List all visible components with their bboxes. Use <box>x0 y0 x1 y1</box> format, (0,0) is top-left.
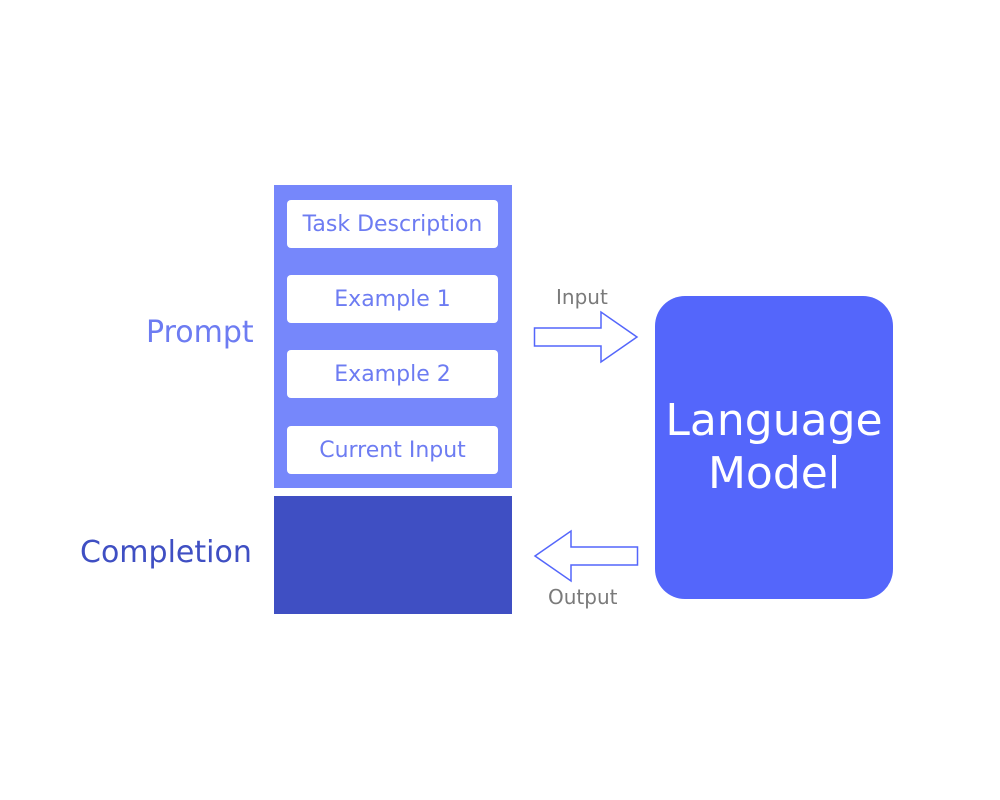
language-model-box: Language Model <box>655 296 893 599</box>
input-arrow-icon <box>533 310 639 364</box>
prompt-box: Task Description Example 1 Example 2 Cur… <box>274 185 512 488</box>
input-arrow-label: Input <box>556 285 608 309</box>
completion-label: Completion <box>80 535 252 570</box>
completion-box <box>274 496 512 614</box>
output-arrow-label: Output <box>548 585 618 609</box>
example-1-slot: Example 1 <box>287 275 498 323</box>
prompt-label: Prompt <box>146 315 254 350</box>
model-title-line-2: Model <box>707 447 841 499</box>
current-input-slot: Current Input <box>287 426 498 474</box>
task-description-slot: Task Description <box>287 200 498 248</box>
example-2-slot: Example 2 <box>287 350 498 398</box>
model-title-line-1: Language <box>665 394 883 446</box>
output-arrow-icon <box>533 529 639 583</box>
